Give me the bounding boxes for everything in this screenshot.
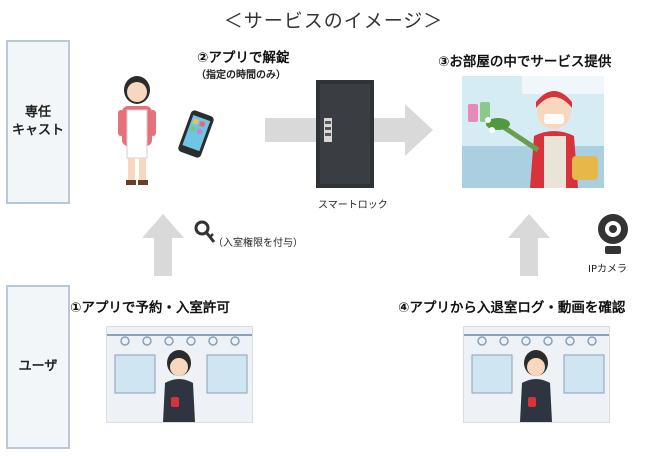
train-passenger-icon <box>464 334 609 422</box>
train-passenger-scene-right <box>463 326 610 423</box>
cast-role-box: 専任 キャスト <box>6 40 70 204</box>
smart-lock-icon <box>316 80 374 188</box>
step-service-label: ③お部屋の中でサービス提供 <box>438 54 612 70</box>
step-unlock-label: ②アプリで解錠 <box>197 50 290 66</box>
arrow-up-from-user <box>508 214 550 276</box>
step-confirm-label: ④アプリから入退室ログ・動画を確認 <box>398 300 626 316</box>
user-role-box: ユーザ <box>6 285 70 449</box>
diagram-title: ＜サービスのイメージ＞ <box>223 10 444 32</box>
train-passenger-scene-left <box>106 326 253 423</box>
ip-camera-icon <box>598 214 628 254</box>
key-caption: （入室権限を付与） <box>213 238 303 249</box>
step-unlock-sublabel: （指定の時間のみ） <box>196 70 286 81</box>
arrow-up-to-cast <box>142 214 184 276</box>
camera-caption: IPカメラ <box>588 264 627 275</box>
smartphone-icon <box>178 110 214 158</box>
cast-role-label-line1: 専任 <box>24 104 51 120</box>
step-reserve-label: ①アプリで予約・入室許可 <box>70 300 230 316</box>
cleaning-staff-icon <box>462 76 604 188</box>
smartlock-caption: スマートロック <box>318 200 388 211</box>
user-role-label: ユーザ <box>18 358 58 374</box>
key-icon <box>194 220 216 243</box>
cast-role-label-line2: キャスト <box>11 123 64 138</box>
woman-icon <box>118 76 156 185</box>
train-passenger-icon <box>107 334 252 422</box>
